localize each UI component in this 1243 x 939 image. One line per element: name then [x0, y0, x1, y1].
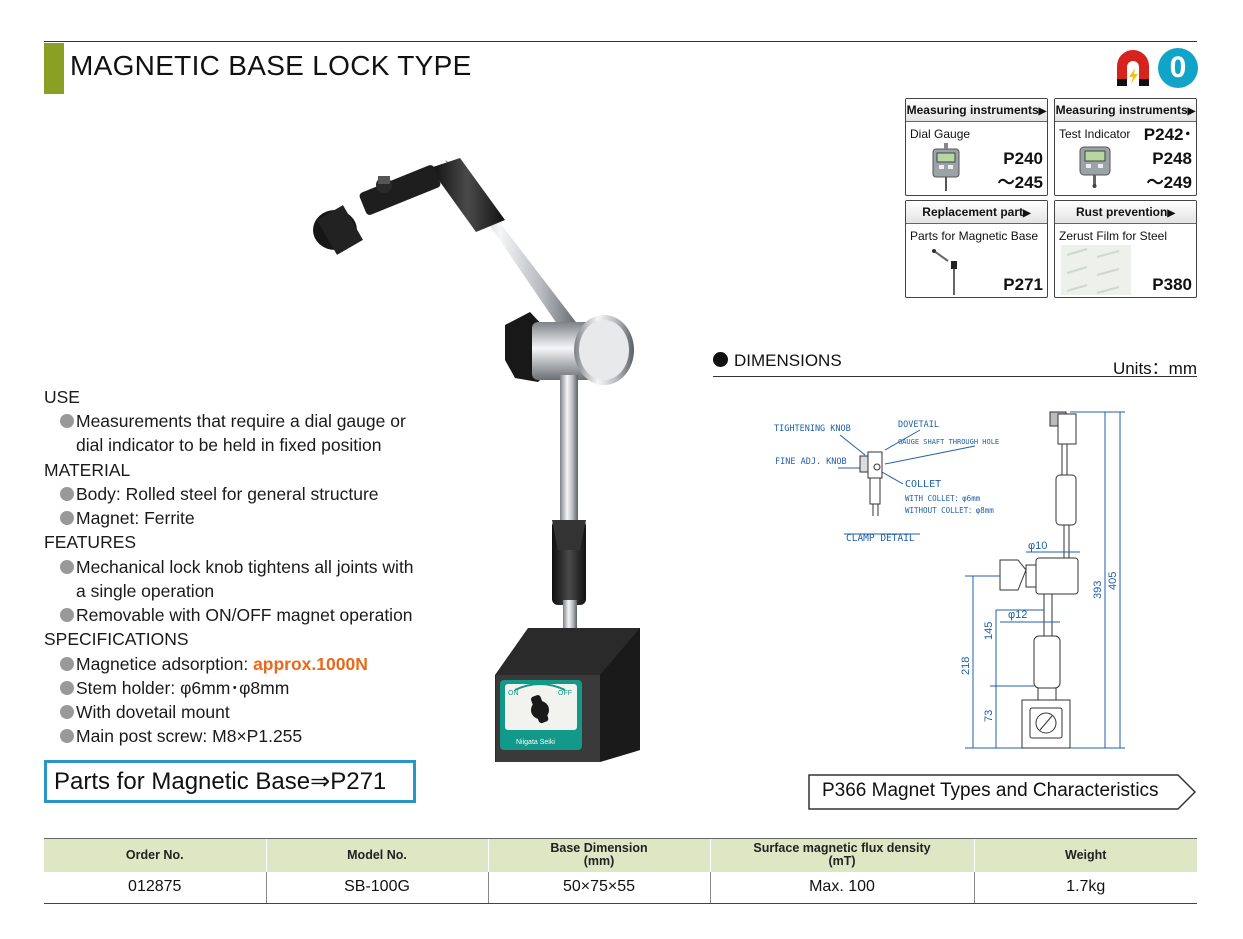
off-label: OFF: [558, 690, 572, 697]
ref-box-subtitle: Parts for Magnetic Base: [910, 229, 1039, 243]
th-model-no: Model No.: [265, 838, 488, 872]
spec-item: Magnetice adsorption: approx.1000N: [60, 652, 368, 676]
label-gauge-shaft: GAUGE SHAFT THROUGH HOLE: [898, 438, 999, 446]
label-collet: COLLET: [905, 479, 941, 490]
cell-flux-density: Max. 100: [709, 871, 974, 904]
parts-icon: [932, 249, 957, 295]
dimensions-rule: [713, 376, 1197, 377]
ref-box-rust-prevention[interactable]: Rust prevention▶ Zerust Film for Steel P…: [1054, 200, 1197, 298]
th-flux-density: Surface magnetic flux density(mT): [709, 838, 974, 872]
on-off-icon: 0: [1158, 48, 1198, 88]
top-rule: [44, 41, 1197, 42]
dim-393: 393: [1092, 581, 1104, 599]
dim-145: 145: [983, 622, 995, 640]
ref-box-head: Replacement part▶: [906, 201, 1047, 224]
dim-phi10: φ10: [1028, 540, 1047, 552]
use-item-cont: dial indicator to be held in fixed posit…: [76, 435, 382, 455]
magnet-types-link[interactable]: [808, 774, 1197, 810]
dim-218: 218: [960, 657, 972, 675]
ref-box-head: Measuring instruments▶: [906, 99, 1047, 122]
use-item: Measurements that require a dial gauge o…: [60, 409, 406, 433]
cell-model-no: SB-100G: [265, 871, 488, 904]
test-indicator-icon: [1079, 146, 1111, 188]
label-tightening-knob: TIGHTENING KNOB: [774, 424, 851, 434]
dim-73: 73: [983, 710, 995, 722]
spec-item: Stem holder: φ6mm･φ8mm: [60, 676, 289, 700]
ref-page: ～249: [1146, 173, 1192, 192]
material-heading: MATERIAL: [44, 460, 131, 480]
ref-page: P380: [1152, 275, 1192, 294]
title-accent-bar: [44, 43, 64, 94]
brand-label: Niigata Seiki: [516, 739, 555, 746]
ref-box-subtitle: Dial Gauge: [910, 127, 971, 141]
label-dovetail: DOVETAIL: [898, 420, 939, 430]
spec-item: Main post screw: M8×P1.255: [60, 724, 302, 748]
cell-order-no: 012875: [44, 871, 266, 904]
magnet-types-link-label[interactable]: P366 Magnet Types and Characteristics: [822, 780, 1159, 801]
dimension-drawing: TIGHTENING KNOB DOVETAIL GAUGE SHAFT THR…: [774, 411, 1125, 749]
ref-box-head: Measuring instruments▶: [1055, 99, 1196, 122]
dim-phi12: φ12: [1008, 609, 1027, 621]
ref-box-dial-gauge[interactable]: Measuring instruments▶ Dial Gauge P240 ～…: [905, 98, 1048, 196]
table-header-row: Order No. Model No. Base Dimension(mm) S…: [44, 838, 1197, 872]
spec-table: Order No. Model No. Base Dimension(mm) S…: [44, 838, 1197, 904]
th-weight: Weight: [973, 838, 1197, 872]
cell-weight: 1.7kg: [973, 871, 1197, 904]
ref-box-replacement-part[interactable]: Replacement part▶ Parts for Magnetic Bas…: [905, 200, 1048, 298]
th-order-no: Order No.: [44, 838, 266, 872]
page-title: MAGNETIC BASE LOCK TYPE: [70, 50, 472, 81]
units-label: Units：mm: [1112, 359, 1197, 378]
specifications-heading: SPECIFICATIONS: [44, 629, 189, 649]
ref-box-test-indicator[interactable]: Measuring instruments▶ Test Indicator P2…: [1054, 98, 1197, 196]
ref-page: P242･: [1143, 125, 1192, 144]
label-without-collet: WITHOUT COLLET：φ8mm: [905, 506, 994, 515]
ref-page: P248: [1152, 149, 1192, 168]
spec-item: With dovetail mount: [60, 700, 230, 724]
ref-page: P240: [1003, 149, 1043, 168]
cell-base-dimension: 50×75×55: [487, 871, 710, 904]
features-heading: FEATURES: [44, 532, 137, 552]
zerust-film-icon: [1061, 245, 1131, 295]
table-row: 012875 SB-100G 50×75×55 Max. 100 1.7kg: [44, 871, 1197, 904]
on-label: ON: [508, 690, 519, 697]
parts-link-box[interactable]: Parts for Magnetic Base⇒P271: [44, 760, 416, 803]
dial-gauge-icon: [932, 143, 960, 191]
magnet-icon: [1117, 50, 1149, 86]
material-item: Magnet: Ferrite: [60, 506, 195, 530]
th-base-dimension: Base Dimension(mm): [487, 838, 710, 872]
label-clamp-detail: CLAMP DETAIL: [846, 533, 915, 544]
ref-page: ～245: [997, 173, 1043, 192]
product-photo: ON OFF Niigata Seiki: [313, 158, 640, 762]
features-item: Mechanical lock knob tightens all joints…: [60, 555, 414, 579]
material-item: Body: Rolled steel for general structure: [60, 482, 379, 506]
ref-box-subtitle: Test Indicator: [1059, 127, 1131, 141]
label-with-collet: WITH COLLET：φ6mm: [905, 494, 981, 503]
ref-box-subtitle: Zerust Film for Steel: [1059, 229, 1168, 243]
label-fine-adj: FINE ADJ. KNOB: [775, 457, 847, 467]
use-heading: USE: [44, 387, 80, 407]
ref-box-head: Rust prevention▶: [1055, 201, 1196, 224]
dim-405: 405: [1107, 572, 1119, 590]
ref-page: P271: [1003, 275, 1043, 294]
dimensions-heading: DIMENSIONS: [713, 351, 842, 371]
features-item-cont: a single operation: [76, 581, 215, 601]
features-item: Removable with ON/OFF magnet operation: [60, 603, 413, 627]
